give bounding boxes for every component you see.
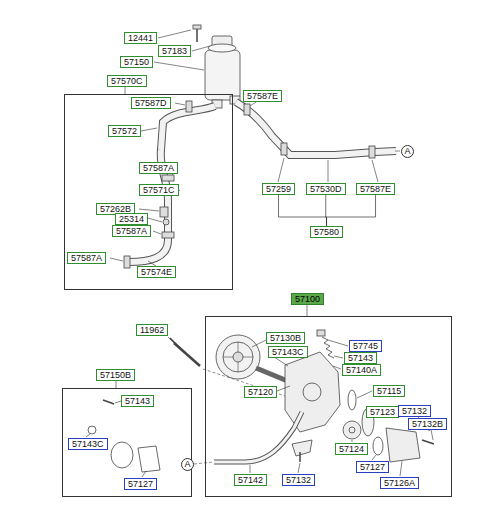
callout-number: 57127 [128,479,153,489]
group-number: 57150B [96,369,135,381]
callout-number: 57183 [162,46,187,56]
callout-number: 57124 [339,444,364,454]
callout-box: 57127 [124,478,157,490]
callout-number: 57574E [141,267,172,277]
callout-box: 57183 [158,45,191,57]
callout-number: A [404,146,410,156]
callout-number: 57745 [353,341,378,351]
reservoir [205,50,240,100]
callout-box: 57571C [139,184,179,196]
callout-number: 57123 [370,407,395,417]
callout-box: 57587E [243,90,282,102]
callout-number: 57126A [384,478,415,488]
callout-number: 57580 [314,227,339,237]
callout-box: 57587A [112,225,151,237]
callout-number: 57132 [402,406,427,416]
callout-number: 57143C [272,347,304,357]
hose [128,106,215,262]
callout-number: 57587A [71,253,102,263]
callout-number: 57587A [143,163,174,173]
pipe [214,412,302,462]
callout-number: 57132B [412,419,443,429]
callout-number: 57571C [143,185,175,195]
reference-circle: A [401,145,414,158]
callout-box: 57132 [398,405,431,417]
callout-number: 57259 [266,184,291,194]
callout-box: 57132 [282,474,315,486]
callout-box: 57587A [67,252,106,264]
callout-number: 57142 [238,475,263,485]
callout-box: 57120 [244,386,277,398]
callout-box: 57580 [310,226,343,238]
callout-number: 57150 [124,57,149,67]
callout-box: 57123 [366,406,399,418]
callout-number: 57127 [360,462,385,472]
callout-box: 57587E [356,183,395,195]
callout-number: 57130B [270,333,301,343]
o-ring [111,442,133,468]
reference-circle: A [181,458,194,471]
callout-number: 57572 [112,126,137,136]
callout-box: 57574E [137,266,176,278]
callout-box: 57587A [139,162,178,174]
bracket-line [279,195,327,226]
callout-box: 57140A [342,364,381,376]
bolt [196,28,198,42]
group-number: 57100 [291,293,324,305]
o-ring [348,390,356,410]
callout-box: 57142 [234,474,267,486]
callout-number: 57587E [247,91,278,101]
callout-number: 11962 [140,325,164,335]
callout-box: 57150 [120,56,153,68]
callout-box: 57115 [373,385,405,397]
callout-number: 57115 [377,386,401,396]
callout-box: 57143C [268,346,308,358]
callout-number: 57530D [310,184,342,194]
group-number: 57570C [107,75,147,87]
cover [386,428,420,462]
callout-box: 57124 [335,443,368,455]
callout-box: 57572 [108,125,141,137]
callout-number: 57143 [125,396,150,406]
callout-box: 57587D [131,97,171,109]
callout-number: 57587A [116,226,147,236]
pulley [216,335,260,379]
callout-number: 57587D [135,98,167,108]
callout-box: 57132B [408,418,447,430]
callout-box: 57530D [306,183,346,195]
callout-box: 57126A [380,477,419,489]
callout-box: 25314 [115,213,148,225]
callout-number: 57143 [348,353,373,363]
callout-box: 12441 [124,32,157,44]
callout-number: A [184,459,190,469]
pump-body [285,352,340,432]
callout-box: 57745 [349,340,382,352]
callout-box: 57259 [262,183,295,195]
callout-box: 57143 [121,395,154,407]
bracket-line [327,195,376,226]
callout-box: 57127 [356,461,389,473]
callout-number: 57587E [360,184,391,194]
callout-box: 57143C [68,438,108,450]
group-frame: 5710057130B5774557143C5714357140A5712057… [205,316,452,497]
callout-number: 57132 [286,475,311,485]
callout-number: 57143C [72,439,104,449]
pin [103,400,114,404]
callout-number: 57120 [248,387,273,397]
callout-box: 11962 [136,324,168,336]
group-frame: 57150B5714357143C57127 [62,388,192,497]
callout-box: 57130B [266,332,305,344]
callout-number: 12441 [128,33,153,43]
group-frame: 57570C57587D5757257587A57571C57262B25314… [64,94,233,290]
callout-box: 57143 [344,352,377,364]
callout-number: 57140A [346,365,377,375]
rotor [343,421,361,439]
callout-number: 25314 [119,214,144,224]
